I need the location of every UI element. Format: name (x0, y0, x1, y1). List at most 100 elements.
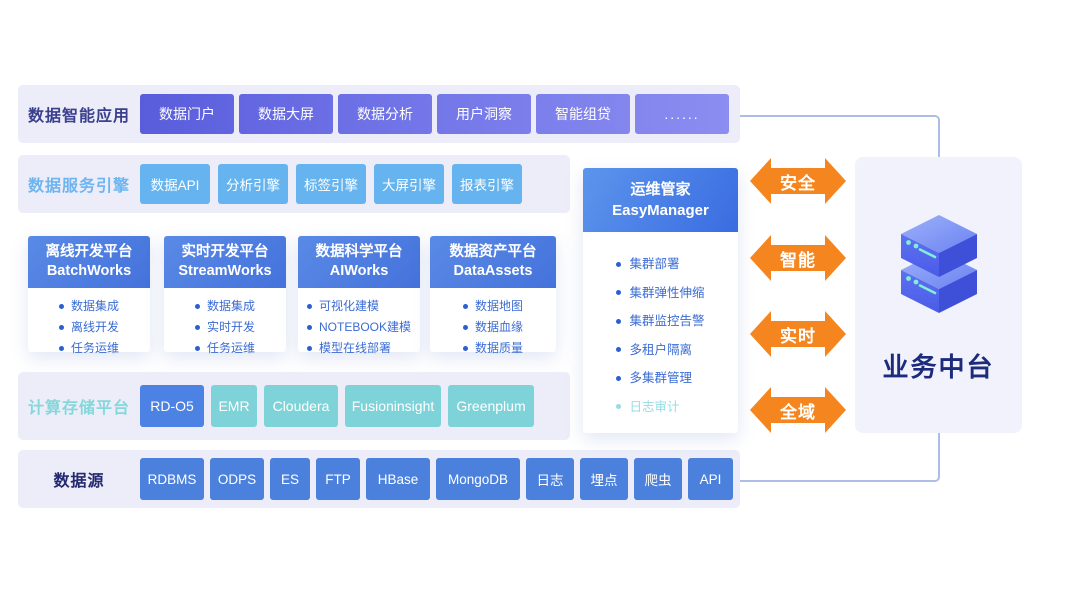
source-chip-api: API (688, 458, 733, 500)
bullet-dot-icon (616, 318, 622, 324)
bullet-dot-icon (194, 325, 200, 330)
engine-chip-tag: 标签引擎 (296, 164, 366, 204)
row-label-apps: 数据智能应用 (27, 108, 130, 125)
compute-chip-cloudera: Cloudera (264, 385, 338, 427)
engine-chip-analysis: 分析引擎 (218, 164, 288, 204)
list-item: 实时开发 (194, 317, 255, 338)
easymanager-feature-list: 集群部署 集群弹性伸缩 集群监控告警 多租户隔离 多集群管理 日志审计 (616, 250, 705, 422)
list-item: 多集群管理 (616, 364, 704, 393)
double-arrow-fulldomain: 全域 (750, 387, 846, 433)
engine-buttons: 数据API 分析引擎 标签引擎 大屏引擎 报表引擎 (140, 164, 530, 204)
compute-chip-rdos: RD-O5 (140, 385, 204, 427)
bullet-dot-icon (194, 346, 200, 351)
arrow-label: 智能 (780, 250, 816, 270)
compute-chip-greenplum: Greenplum (448, 385, 534, 427)
business-platform-title: 业务中台 (882, 352, 995, 382)
engine-chip-big-screen: 大屏引擎 (374, 164, 444, 204)
row-label-compute: 计算存储平台 (27, 400, 130, 417)
double-arrow-intelligent: 智能 (750, 235, 846, 281)
list-item: NOTEBOOK建模 (306, 317, 411, 338)
double-arrow-icon (750, 158, 846, 204)
engine-chip-data-api: 数据API (140, 164, 210, 204)
card-title-en: StreamWorks (178, 263, 272, 279)
card-feature-list: 可视化建模 NOTEBOOK建模 模型在线部署 (306, 296, 411, 359)
source-chip-es: ES (270, 458, 310, 500)
source-chip-hbase: HBase (366, 458, 430, 500)
bullet-dot-icon (306, 304, 312, 309)
source-chip-crawler: 爬虫 (634, 458, 682, 500)
easymanager-card: 运维管家 EasyManager 集群部署 集群弹性伸缩 集群监控告警 多租户隔… (583, 168, 738, 433)
bullet-dot-icon (306, 325, 312, 330)
list-item: 集群部署 (616, 250, 704, 279)
platform-card-dataassets: 数据资产平台 DataAssets 数据地图 数据血缘 数据质量 (430, 236, 556, 355)
card-title: 实时开发平台 StreamWorks (164, 236, 286, 288)
list-item: 数据血缘 (462, 317, 523, 338)
easymanager-title: 运维管家 EasyManager (583, 168, 738, 232)
bullet-dot-icon (306, 346, 312, 351)
row-compute-storage: 计算存储平台 RD-O5 EMR Cloudera Fusioninsight … (18, 372, 570, 440)
bullet-dot-icon (462, 325, 468, 330)
card-title-en: AIWorks (329, 263, 389, 279)
list-item: 任务运维 (58, 338, 119, 359)
card-title-en: BatchWorks (46, 263, 132, 279)
list-item: 数据集成 (58, 296, 119, 317)
source-chip-odps: ODPS (210, 458, 264, 500)
card-title-cn: 实时开发平台 (181, 244, 269, 260)
bullet-dot-icon (58, 346, 64, 351)
double-arrow-icon (750, 311, 846, 357)
compute-chip-fusioninsight: Fusioninsight (345, 385, 441, 427)
list-item: 可视化建模 (306, 296, 411, 317)
platform-card-streamworks: 实时开发平台 StreamWorks 数据集成 实时开发 任务运维 (164, 236, 286, 355)
business-platform-box: 业务中台 (855, 157, 1022, 433)
row-data-apps: 数据智能应用 数据门户 数据大屏 数据分析 用户洞察 智能组贷 ...... (18, 85, 740, 143)
list-item: 日志审计 (616, 393, 704, 422)
app-chip-data-analysis: 数据分析 (338, 94, 432, 134)
easymanager-title-en: EasyManager (612, 202, 709, 219)
list-item: 离线开发 (58, 317, 119, 338)
card-feature-list: 数据地图 数据血缘 数据质量 (462, 296, 523, 359)
double-arrow-security: 安全 (750, 158, 846, 204)
app-chip-smart-lending: 智能组贷 (536, 94, 630, 134)
source-chip-rdbms: RDBMS (140, 458, 204, 500)
list-item: 模型在线部署 (306, 338, 411, 359)
bullet-dot-icon (616, 290, 622, 296)
source-buttons: RDBMS ODPS ES FTP HBase MongoDB 日志 埋点 爬虫… (140, 458, 739, 500)
app-buttons: 数据门户 数据大屏 数据分析 用户洞察 智能组贷 ...... (140, 94, 734, 134)
bullet-dot-icon (194, 304, 200, 309)
bullet-dot-icon (58, 325, 64, 330)
row-label-sources: 数据源 (53, 473, 105, 490)
double-arrow-realtime: 实时 (750, 311, 846, 357)
card-title: 数据资产平台 DataAssets (430, 236, 556, 288)
app-chip-data-screen: 数据大屏 (239, 94, 333, 134)
row-data-sources: 数据源 RDBMS ODPS ES FTP HBase MongoDB 日志 埋… (18, 450, 740, 508)
arrow-label: 全域 (780, 402, 816, 422)
card-title-cn: 数据资产平台 (449, 244, 537, 260)
list-item: 多租户隔离 (616, 336, 704, 365)
easymanager-title-cn: 运维管家 (630, 181, 691, 198)
card-title-cn: 数据科学平台 (315, 244, 403, 260)
list-item: 数据集成 (194, 296, 255, 317)
double-arrow-icon (750, 235, 846, 281)
row-label-engines: 数据服务引擎 (27, 178, 130, 195)
engine-chip-report: 报表引擎 (452, 164, 522, 204)
double-arrow-icon (750, 387, 846, 433)
bullet-dot-icon (616, 347, 622, 353)
row-service-engines: 数据服务引擎 数据API 分析引擎 标签引擎 大屏引擎 报表引擎 (18, 155, 570, 213)
platform-card-batchworks: 离线开发平台 BatchWorks 数据集成 离线开发 任务运维 (28, 236, 150, 355)
bullet-dot-icon (58, 304, 64, 309)
app-chip-data-portal: 数据门户 (140, 94, 234, 134)
bullet-dot-icon (462, 304, 468, 309)
source-chip-mongodb: MongoDB (436, 458, 520, 500)
app-chip-ellipsis: ...... (635, 94, 729, 134)
list-item: 集群弹性伸缩 (616, 279, 705, 308)
bullet-dot-icon (462, 346, 468, 351)
card-feature-list: 数据集成 离线开发 任务运维 (58, 296, 119, 359)
card-title: 离线开发平台 BatchWorks (28, 236, 150, 288)
card-title: 数据科学平台 AIWorks (298, 236, 420, 288)
card-title-en: DataAssets (453, 263, 533, 279)
list-item: 数据质量 (462, 338, 523, 359)
compute-buttons: RD-O5 EMR Cloudera Fusioninsight Greenpl… (140, 385, 541, 427)
card-feature-list: 数据集成 实时开发 任务运维 (194, 296, 255, 359)
bullet-dot-icon (616, 261, 622, 267)
bullet-dot-icon (616, 375, 622, 381)
